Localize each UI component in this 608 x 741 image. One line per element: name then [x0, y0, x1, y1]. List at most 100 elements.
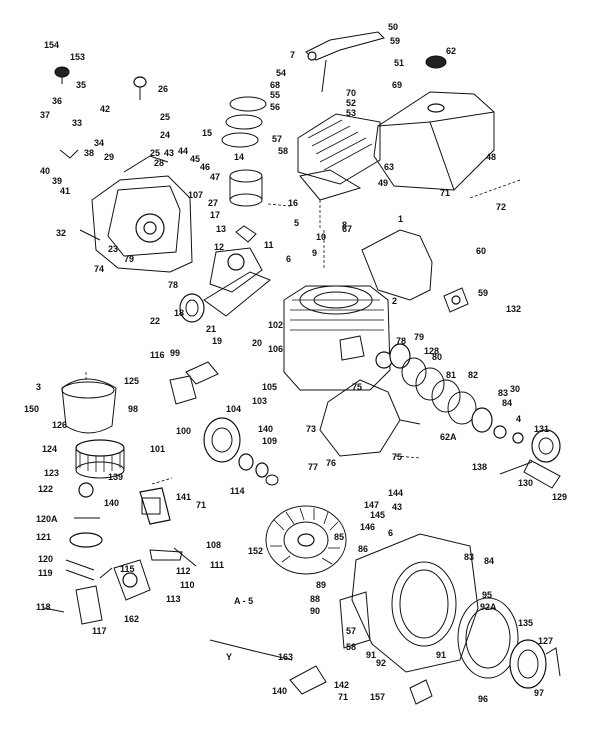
callout-label-135: 145	[370, 510, 385, 520]
callout-label-76: 59	[478, 288, 488, 298]
callout-label-33: 9	[312, 248, 317, 258]
callout-label-72: 2	[392, 296, 397, 306]
callout-label-63: 22	[150, 316, 160, 326]
starter-parts	[389, 343, 524, 444]
callout-label-41: 68	[270, 80, 280, 90]
callout-label-11: 38	[84, 148, 94, 158]
callout-label-68: 104	[226, 404, 241, 414]
callout-label-28: 17	[210, 210, 220, 220]
callout-label-47: 53	[346, 108, 356, 118]
callout-label-83: 124	[42, 444, 57, 454]
callout-label-78: 75	[352, 382, 362, 392]
callout-label-90: 118	[36, 602, 51, 612]
callout-label-42: 55	[270, 90, 280, 100]
choke-knob-part	[133, 76, 147, 100]
callout-label-53: 49	[378, 178, 388, 188]
pulley-assembly	[499, 429, 561, 489]
callout-label-64: 21	[206, 324, 216, 334]
callout-label-128: 138	[472, 462, 487, 472]
callout-label-120: 81	[446, 370, 456, 380]
callout-label-0: 154	[44, 40, 59, 50]
callout-label-79: 3	[36, 382, 41, 392]
callout-label-139: 83	[464, 552, 474, 562]
callout-label-58: 32	[56, 228, 66, 238]
callout-label-103: 114	[230, 486, 245, 496]
callout-label-34: 8	[342, 220, 347, 230]
callout-label-132: 86	[358, 544, 368, 554]
callout-label-137: 43	[392, 502, 402, 512]
callout-label-141: 89	[316, 580, 326, 590]
callout-label-71: 102	[268, 320, 283, 330]
callout-label-7: 33	[72, 118, 82, 128]
callout-label-105: 111	[210, 560, 224, 570]
callout-label-149: 92A	[480, 602, 497, 612]
callout-label-142: 88	[310, 594, 320, 604]
callout-label-65: 19	[212, 336, 222, 346]
rewind-starter	[457, 597, 561, 689]
callout-label-40: 54	[276, 68, 286, 78]
callout-label-2: 35	[76, 80, 86, 90]
callout-label-69: 105	[262, 382, 277, 392]
callout-label-13: 40	[40, 166, 50, 176]
cylinder-head-shroud	[297, 113, 381, 201]
callout-label-134: 147	[364, 500, 379, 510]
callout-label-115: 75	[392, 452, 402, 462]
callout-label-44: 57	[272, 134, 282, 144]
callout-label-131: 85	[334, 532, 344, 542]
callout-label-112: 73	[306, 424, 316, 434]
callout-label-100: 71	[196, 500, 206, 510]
callout-label-26: 14	[234, 152, 244, 162]
leader-lines	[85, 179, 521, 485]
callout-label-27: 16	[288, 198, 298, 208]
callout-label-54: 48	[486, 152, 496, 162]
callout-label-39: 59	[390, 36, 400, 46]
callout-label-153: 96	[478, 694, 488, 704]
fan-shroud	[319, 379, 421, 457]
callout-label-156: 140	[272, 686, 287, 696]
callout-label-140: 84	[484, 556, 494, 566]
callout-label-56: 71	[440, 188, 450, 198]
callout-label-61: 78	[168, 280, 178, 290]
callout-label-138: 6	[388, 528, 393, 538]
callout-label-84: 123	[44, 468, 59, 478]
callout-label-52: 63	[384, 162, 394, 172]
callout-label-37: 7	[290, 50, 295, 60]
flywheel	[265, 505, 347, 575]
callout-label-46: 70	[346, 88, 356, 98]
callout-label-70: 103	[252, 396, 267, 406]
callout-label-110: 162	[124, 614, 139, 624]
callout-label-111: 4	[516, 414, 521, 424]
callout-label-89: 119	[38, 568, 53, 578]
callout-label-104: 108	[206, 540, 221, 550]
callout-label-80: 125	[124, 376, 139, 386]
callout-label-106: 110	[180, 580, 195, 590]
callout-label-119: 80	[432, 352, 442, 362]
callout-label-77: 132	[506, 304, 521, 314]
callout-label-48: 52	[346, 98, 356, 108]
callout-label-43: 56	[270, 102, 280, 112]
engine-block	[283, 285, 393, 391]
callout-label-4: 25	[160, 112, 170, 122]
callout-label-22: 47	[210, 172, 220, 182]
callout-label-14: 39	[52, 176, 62, 186]
callout-label-1: 153	[70, 52, 85, 62]
callout-label-101: 140	[258, 424, 273, 434]
callout-label-150: 95	[482, 590, 492, 600]
callout-label-129: 129	[552, 492, 567, 502]
callout-label-108: 113	[166, 594, 181, 604]
callout-label-146: 92	[376, 658, 386, 668]
callout-label-91: 117	[92, 626, 107, 636]
callout-label-29: 13	[216, 224, 226, 234]
callout-label-21: 46	[200, 162, 210, 172]
callout-label-82: 126	[52, 420, 67, 430]
callout-label-87: 121	[36, 532, 51, 542]
callout-label-99: 141	[176, 492, 191, 502]
air-filter-rings	[221, 96, 267, 207]
callout-label-127: 130	[518, 478, 533, 488]
callout-label-19: 44	[178, 146, 188, 156]
callout-label-57: 74	[94, 264, 104, 274]
callout-label-126: 131	[534, 424, 549, 434]
callout-label-67: 106	[268, 344, 283, 354]
